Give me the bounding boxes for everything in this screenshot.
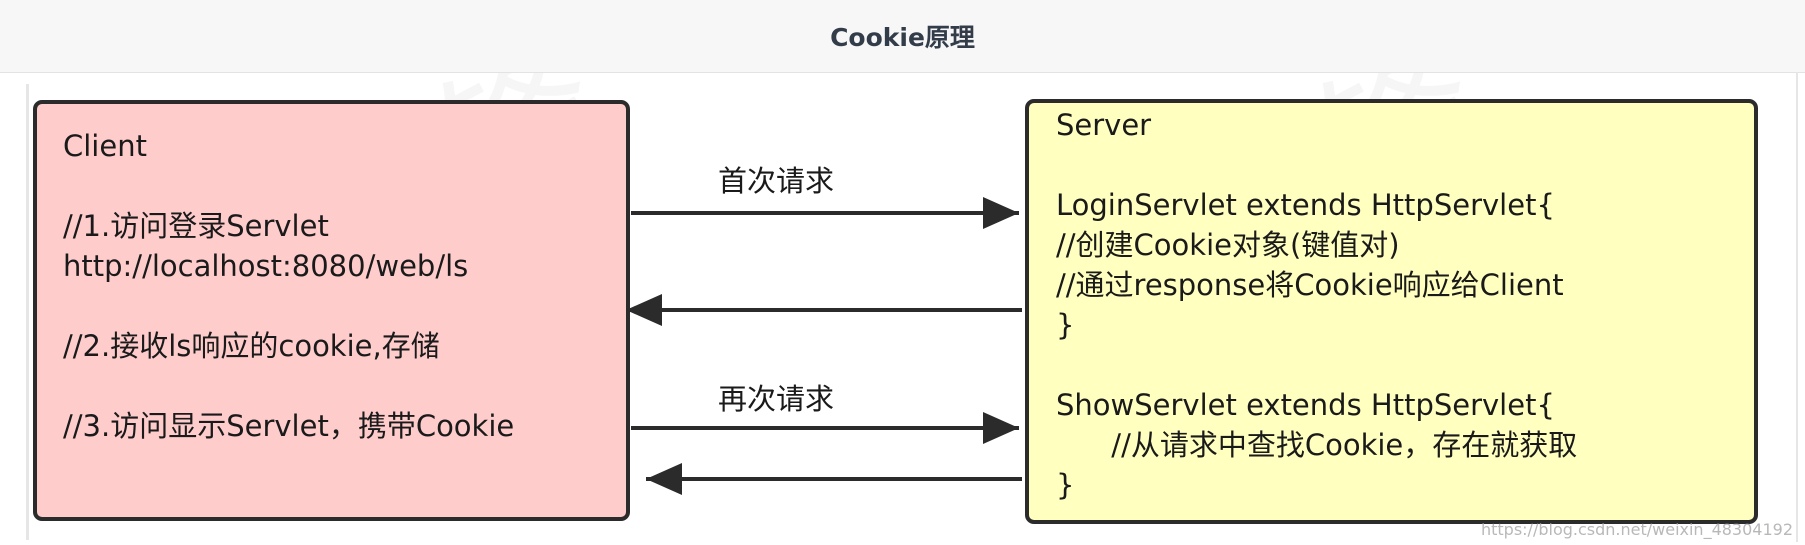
server-line: LoginServlet extends HttpServlet{ (1056, 188, 1555, 222)
server-line: //创建Cookie对象(键值对) (1056, 228, 1400, 262)
client-box: Client //1.访问登录Servlet http://localhost:… (33, 100, 630, 521)
client-line: http://localhost:8080/web/ls (63, 249, 469, 283)
frame-edge-right (1796, 72, 1798, 542)
diagram-header: Cookie原理 (0, 0, 1805, 73)
frame-edge-left (26, 84, 29, 540)
client-line: Client (63, 129, 147, 163)
server-line: Server (1056, 108, 1152, 142)
client-line: //1.访问登录Servlet (63, 209, 329, 243)
client-line: //2.接收ls响应的cookie,存储 (63, 329, 440, 363)
server-box: Server LoginServlet extends HttpServlet{… (1025, 99, 1758, 524)
watermark-url: https://blog.csdn.net/weixin_48304192 (1480, 520, 1793, 539)
first-request-label: 首次请求 (718, 164, 835, 198)
server-line: } (1056, 468, 1075, 502)
server-line: //从请求中查找Cookie，存在就获取 (1056, 428, 1578, 462)
second-request-label: 再次请求 (718, 382, 835, 416)
server-line: //通过response将Cookie响应给Client (1056, 268, 1564, 302)
client-line: //3.访问显示Servlet，携带Cookie (63, 409, 515, 443)
diagram-title: Cookie原理 (830, 23, 975, 52)
server-line: ShowServlet extends HttpServlet{ (1056, 388, 1555, 422)
server-line: } (1056, 308, 1075, 342)
